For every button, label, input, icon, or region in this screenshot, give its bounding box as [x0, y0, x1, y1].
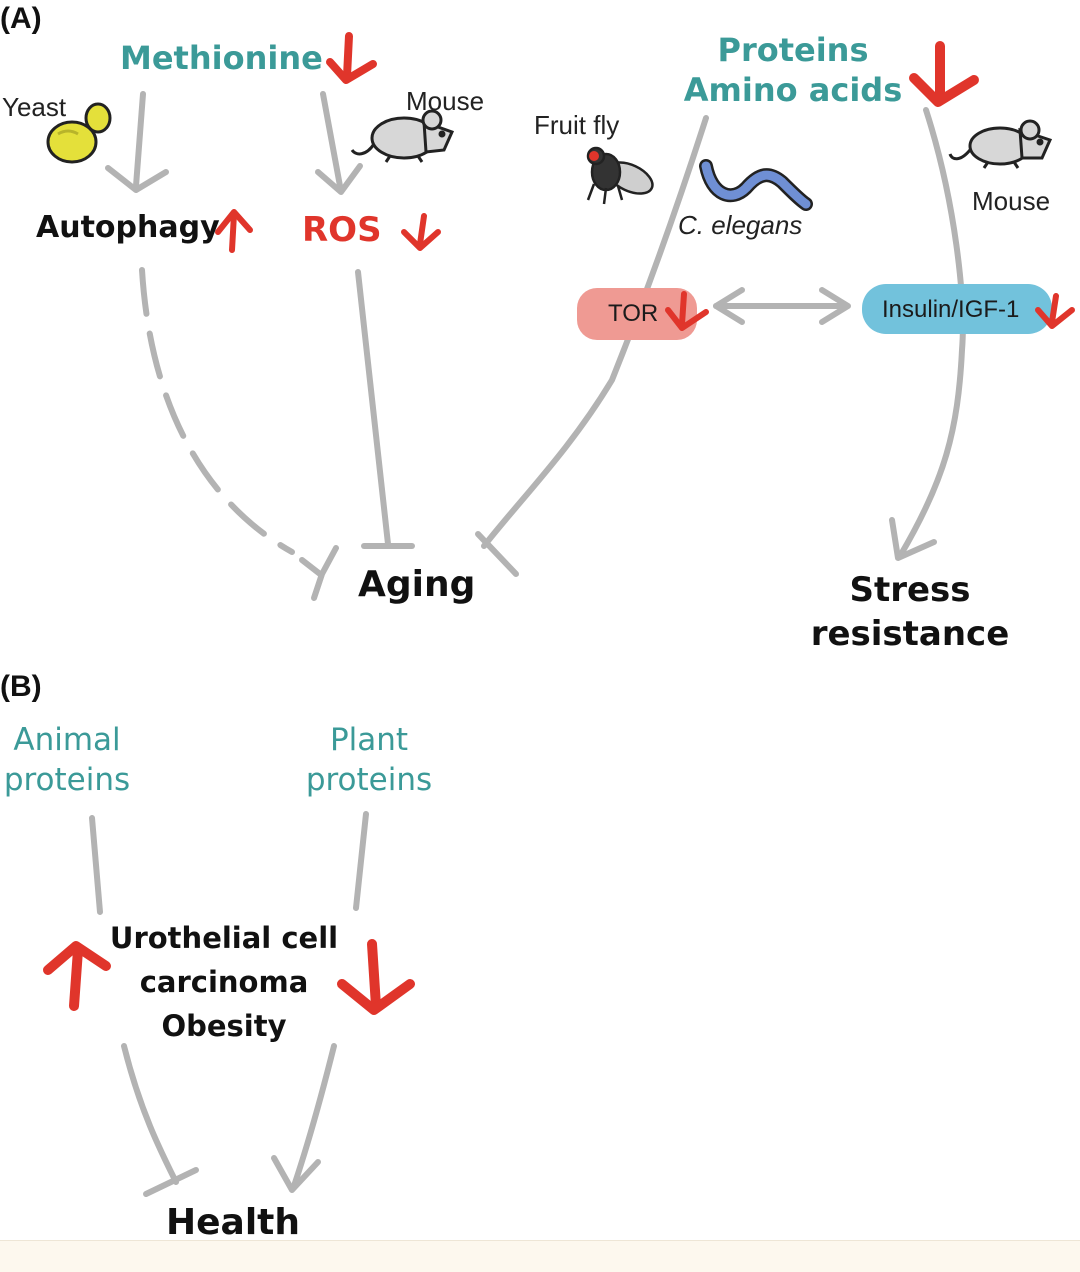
- arrowhead-ros: [315, 163, 363, 195]
- footer-bar: [0, 1240, 1080, 1272]
- animal-proteins-line: proteins: [3, 762, 131, 798]
- down-arrow-icon: [665, 291, 709, 331]
- connector-proteins-insulin-stress: [897, 107, 966, 559]
- connector-ros-aging: [355, 269, 391, 547]
- carcinoma-line: carcinoma: [139, 965, 309, 999]
- double-arrowhead-right: [819, 287, 851, 325]
- up-arrow-icon: [43, 941, 111, 1011]
- stress-resistance-label: Stress resistance: [780, 568, 1040, 656]
- down-arrow-icon: [401, 213, 441, 251]
- mouse-icon: [350, 109, 455, 163]
- down-arrow-icon: [909, 41, 979, 107]
- resistance-line: resistance: [810, 614, 1010, 654]
- double-arrowhead-left: [713, 287, 745, 325]
- connector-animal-health: [121, 1043, 179, 1185]
- up-arrow-icon: [215, 209, 253, 253]
- connector-methionine-autophagy: [133, 91, 146, 189]
- insulin-pill: [862, 284, 1052, 334]
- tor-pill: [577, 288, 697, 340]
- connector-animal-top: [89, 815, 103, 915]
- c-elegans-worm-icon: [699, 159, 813, 211]
- proteins-amino-acids-label: Proteins Amino acids: [668, 30, 918, 110]
- plant-proteins-line: proteins: [305, 762, 433, 798]
- connector-methionine-ros: [320, 91, 343, 189]
- health-label: Health: [166, 1202, 301, 1243]
- health-conditions-label: Urothelial cell carcinoma Obesity: [106, 916, 342, 1048]
- connector-plant-health: [291, 1043, 337, 1189]
- mouse-icon: [948, 119, 1053, 169]
- aging-label: Aging: [358, 564, 476, 605]
- tbar-tor-aging: [475, 531, 519, 577]
- plant-line: Plant: [329, 722, 409, 758]
- down-arrow-icon: [337, 939, 415, 1015]
- mouse-left-label: Mouse: [406, 86, 485, 116]
- yeast-label: Yeast: [2, 92, 67, 122]
- animal-line: Animal: [13, 722, 121, 758]
- proteins-line: Proteins: [717, 31, 869, 69]
- urothelial-line: Urothelial cell: [109, 921, 339, 955]
- panel-a-label: (A): [0, 2, 42, 35]
- tor-label: TOR: [608, 300, 659, 327]
- animal-proteins-label: Animal proteins: [0, 720, 134, 800]
- tbar-animal-health: [143, 1167, 199, 1197]
- amino-acids-line: Amino acids: [683, 71, 903, 109]
- autophagy-label: Autophagy: [36, 210, 220, 245]
- fork-autophagy-aging: [299, 545, 339, 601]
- mouse-right-label: Mouse: [972, 186, 1051, 216]
- c-elegans-label: C. elegans: [678, 210, 803, 240]
- methionine-label: Methionine: [120, 39, 323, 77]
- arrowhead-autophagy: [105, 165, 169, 193]
- down-arrow-icon: [1035, 293, 1075, 329]
- connector-proteins-tor-aging: [481, 115, 709, 549]
- arrowhead-plant-health: [271, 1155, 321, 1193]
- yeast-icon: [46, 102, 112, 164]
- ros-label: ROS: [302, 210, 382, 250]
- panel-b-label: (B): [0, 670, 42, 703]
- obesity-line: Obesity: [161, 1009, 287, 1043]
- arrowhead-stress: [889, 517, 937, 561]
- fruit-fly-label: Fruit fly: [534, 110, 620, 140]
- dashed-connector-autophagy-aging: [139, 267, 295, 555]
- plant-proteins-label: Plant proteins: [298, 720, 440, 800]
- connector-plant-top: [353, 811, 369, 911]
- fruit-fly-icon: [586, 146, 654, 205]
- insulin-igf1-label: Insulin/IGF-1: [882, 296, 1020, 323]
- down-arrow-icon: [326, 32, 377, 84]
- stress-line: Stress: [849, 570, 971, 610]
